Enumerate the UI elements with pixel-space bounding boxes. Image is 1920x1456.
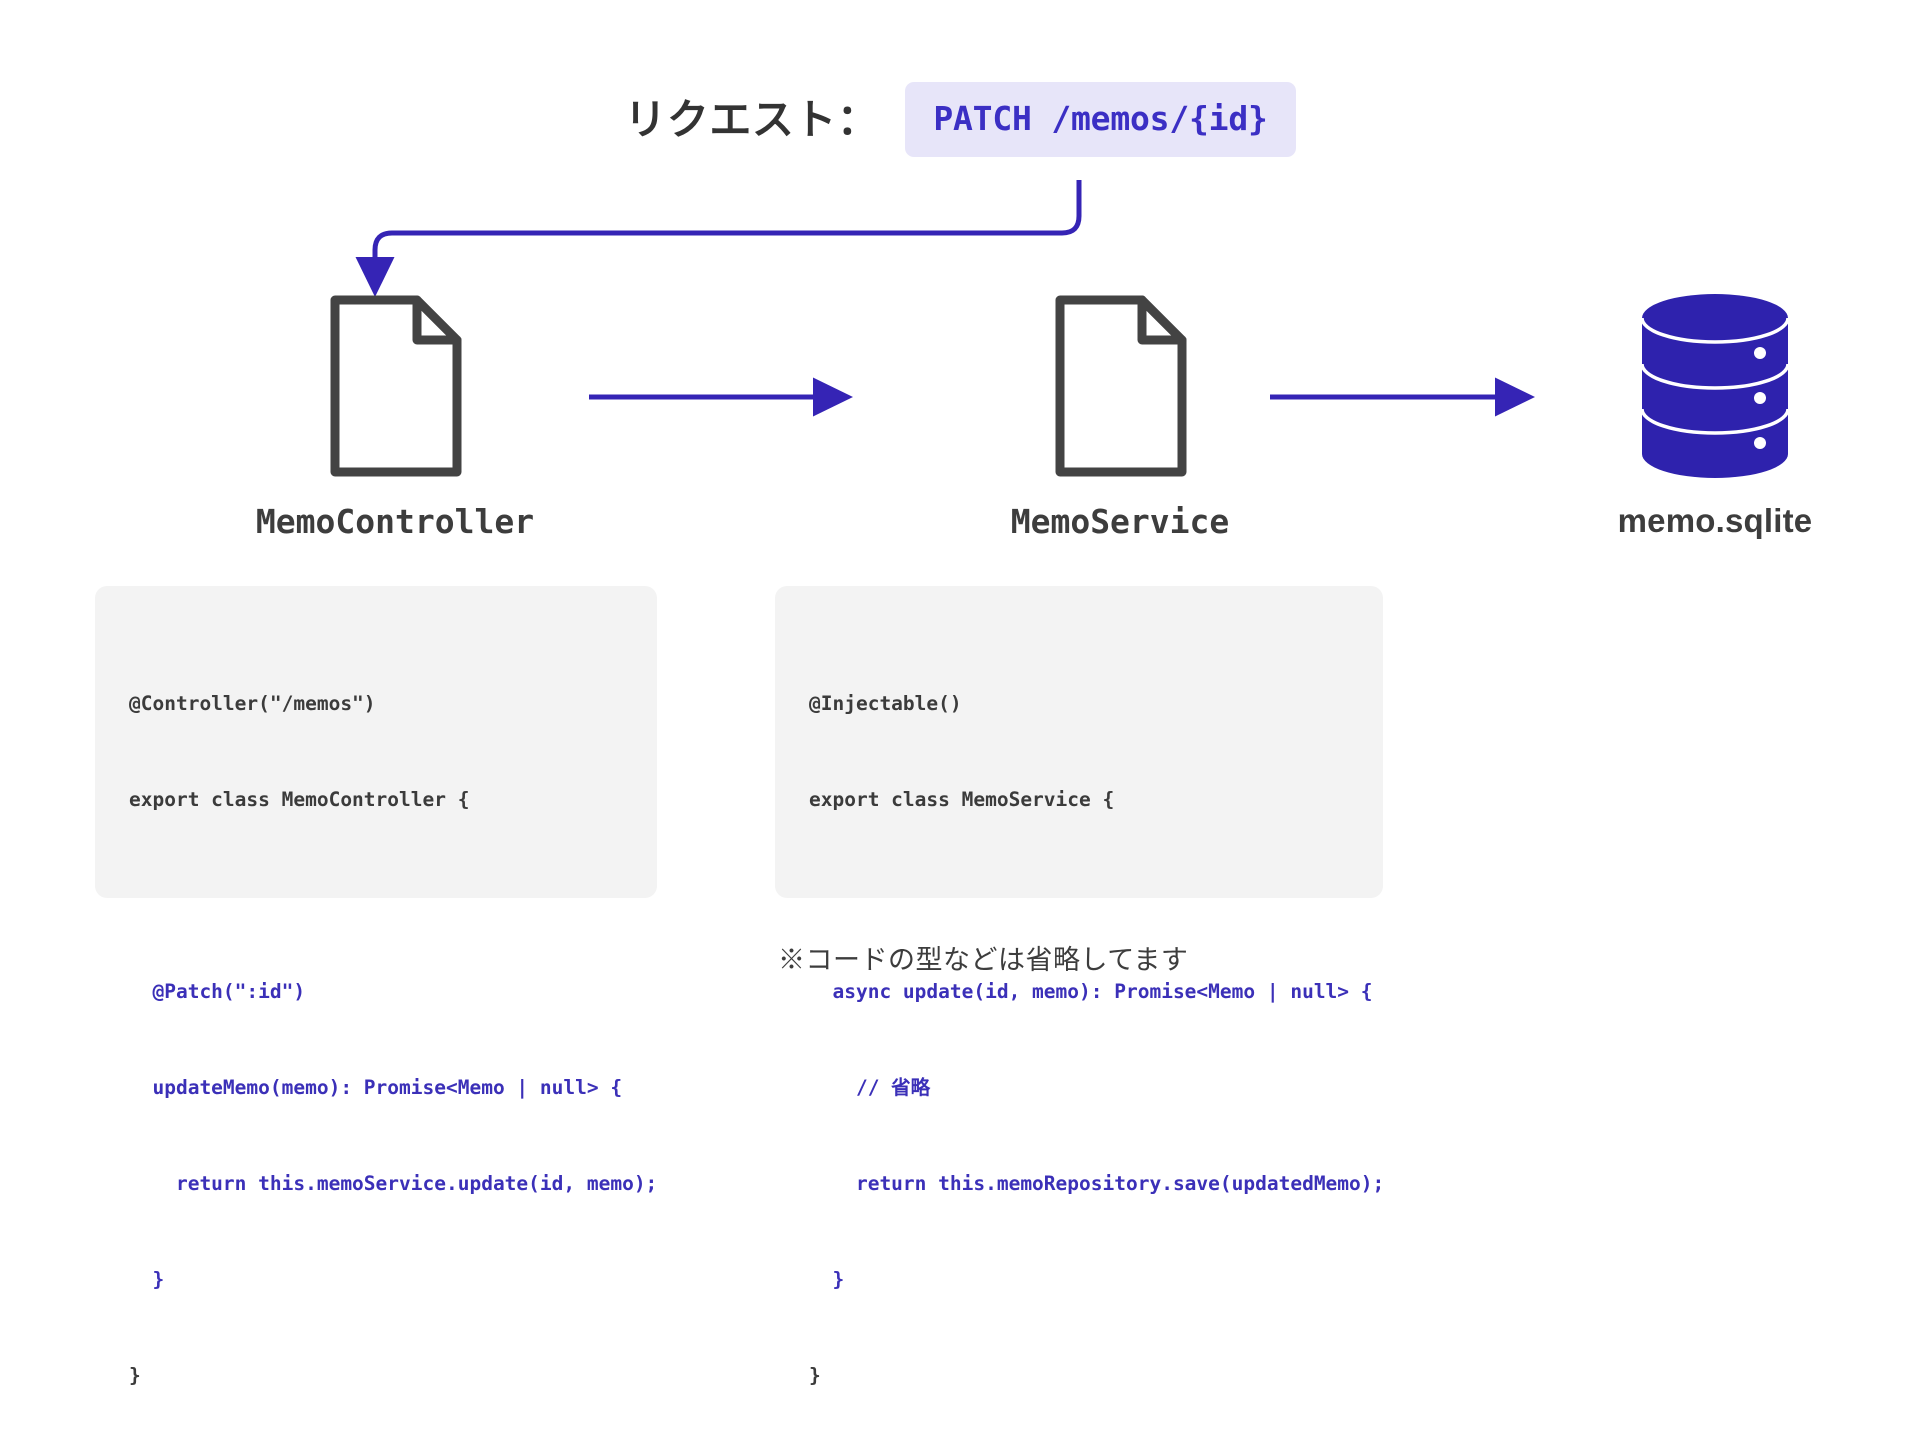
code-line: @Controller("/memos") xyxy=(129,692,376,715)
document-icon xyxy=(1055,295,1187,477)
node-label-memo-sqlite: memo.sqlite xyxy=(1617,502,1813,539)
code-line: @Injectable() xyxy=(809,692,962,715)
code-line: } xyxy=(129,1268,165,1291)
code-line: } xyxy=(809,1364,821,1387)
code-line: // 省略 xyxy=(809,1076,931,1099)
request-method-badge-label: PATCH /memos/{id} xyxy=(933,99,1268,138)
code-line: export class MemoService { xyxy=(809,788,1115,811)
code-line: return this.memoRepository.save(updatedM… xyxy=(809,1172,1385,1195)
footnote: ※コードの型などは省略してます xyxy=(778,945,1189,975)
code-line: @Patch(":id") xyxy=(129,980,306,1003)
code-line: updateMemo(memo): Promise<Memo | null> { xyxy=(129,1076,623,1099)
code-line: } xyxy=(129,1364,141,1387)
node-memocontroller: MemoController xyxy=(235,292,555,541)
node-memoservice: MemoService xyxy=(960,292,1280,541)
code-line xyxy=(129,880,623,912)
code-line: } xyxy=(809,1268,845,1291)
request-label: リクエスト： xyxy=(624,95,880,143)
database-cylinder-icon xyxy=(1640,294,1790,478)
request-header: リクエスト： PATCH /memos/{id} xyxy=(0,82,1920,157)
node-memo-sqlite: memo.sqlite xyxy=(1555,292,1875,540)
code-line xyxy=(809,880,1349,912)
request-method-badge: PATCH /memos/{id} xyxy=(905,82,1296,157)
code-line: async update(id, memo): Promise<Memo | n… xyxy=(809,980,1373,1003)
code-line: return this.memoService.update(id, memo)… xyxy=(129,1172,658,1195)
connector-request-to-controller xyxy=(355,180,1082,297)
node-label-memoservice: MemoService xyxy=(1010,502,1230,541)
code-body: @Controller("/memos") export class MemoC… xyxy=(129,624,658,1456)
code-panel-memoservice: @Injectable() export class MemoService {… xyxy=(775,586,1384,1387)
node-label-memocontroller: MemoController xyxy=(255,502,535,541)
document-icon xyxy=(330,295,462,477)
code-body: @Injectable() export class MemoService {… xyxy=(809,624,1385,1456)
code-line: export class MemoController { xyxy=(129,788,470,811)
code-panel-memocontroller: @Controller("/memos") export class MemoC… xyxy=(95,586,657,1387)
